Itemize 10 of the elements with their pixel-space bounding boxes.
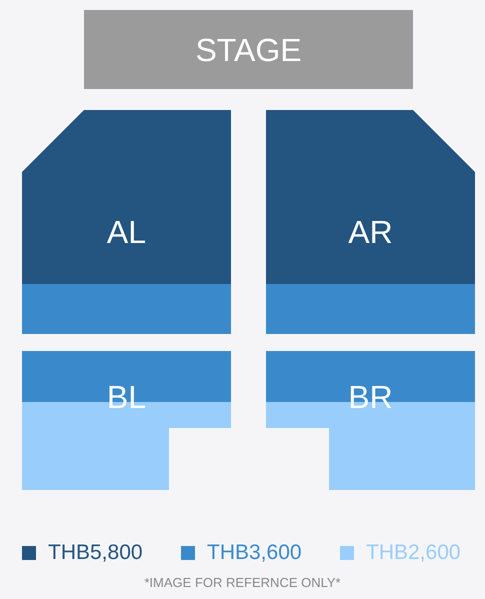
section-label: BR [347,379,394,416]
legend-label: THB2,600 [366,541,461,565]
note: *IMAGE FOR REFERNCE ONLY* [143,575,342,590]
section-label: AL [106,214,148,251]
section-label: AR [347,214,394,251]
section-label: BL [106,379,148,416]
legend-label: THB3,600 [207,541,302,565]
stage-block [84,10,413,89]
section-label: STAGE [194,32,303,69]
legend-label: THB5,800 [48,541,143,565]
